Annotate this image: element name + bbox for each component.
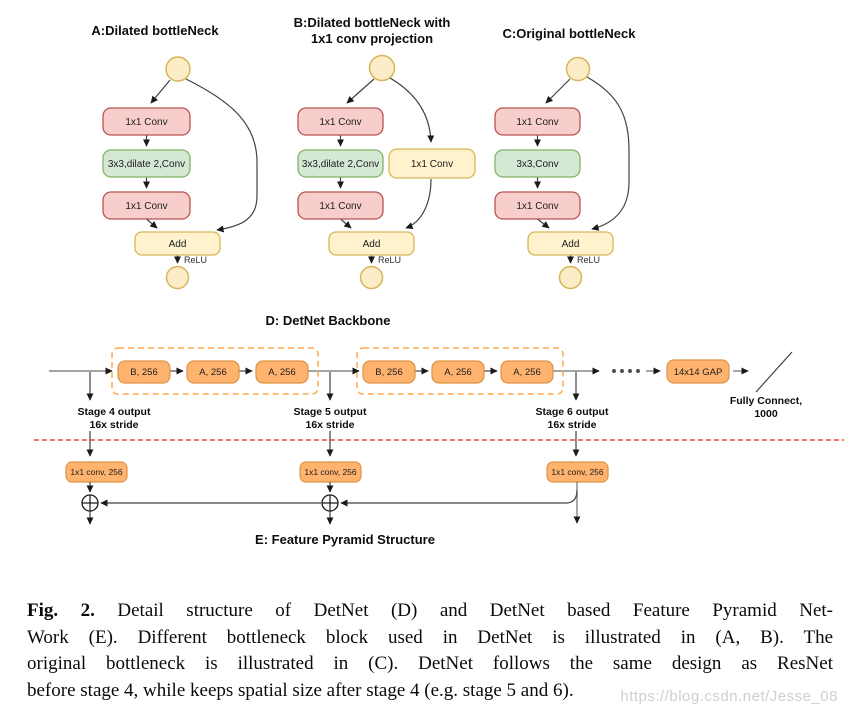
- stage5-label-line1: Stage 5 output: [294, 406, 367, 418]
- fpn-lines: [86, 482, 581, 525]
- panel-a-conv3-label: 1x1 Conv: [125, 201, 167, 212]
- panel-a-output-node: [165, 265, 190, 290]
- panel-c-title: C:Original bottleNeck: [503, 26, 637, 41]
- panel-e-fpn: 1x1 conv, 256 1x1 conv, 256 1x1 conv, 25…: [65, 461, 609, 547]
- panel-a-input-node: [165, 56, 191, 82]
- gap-block-label: 14x14 GAP: [674, 367, 723, 378]
- fully-connect-line: [755, 351, 793, 393]
- panel-b-conv1-label: 1x1 Conv: [319, 117, 361, 128]
- backbone-group2-blocks: B, 256 A, 256 A, 256: [362, 360, 554, 384]
- caption-line: before stage 4, while keeps spatial size…: [27, 679, 574, 701]
- ellipsis-dots: [612, 369, 640, 373]
- panel-a-title: A:Dilated bottleNeck: [91, 23, 219, 38]
- stage6-label-line2: 16x stride: [547, 419, 596, 431]
- panel-c-add-label: Add: [562, 239, 580, 250]
- panel-b-arrows: [336, 77, 435, 264]
- panel-b-output-node: [359, 265, 384, 290]
- figure-diagram: A:Dilated bottleNeck 1x1 Conv 3x3,dilate…: [34, 15, 844, 547]
- add-node-stage5: [321, 494, 339, 512]
- panel-c-conv2-block: [494, 149, 581, 178]
- panel-a-arrows: [142, 78, 258, 264]
- caption-line: Work (E). Different bottleneck block use…: [27, 626, 833, 648]
- fpn-conv-label: 1x1 conv, 256: [304, 467, 357, 477]
- backbone-flow-lines: [49, 351, 793, 393]
- backbone-block-label: A, 256: [199, 367, 226, 378]
- caption-text: Detail structure of DetNet (D) and DetNe…: [117, 600, 833, 621]
- panel-b: B:Dilated bottleNeck with 1x1 conv proje…: [294, 15, 476, 290]
- backbone-group1-blocks: B, 256 A, 256 A, 256: [117, 360, 309, 384]
- panel-b-projection-block: [388, 148, 476, 179]
- panel-d-backbone: D: DetNet Backbone B, 256 A, 256: [49, 313, 802, 457]
- panel-a: A:Dilated bottleNeck 1x1 Conv 3x3,dilate…: [91, 23, 258, 290]
- panel-b-add-block: [328, 231, 415, 256]
- stage6-label-line1: Stage 6 output: [536, 406, 609, 418]
- panel-a-add-label: Add: [169, 239, 187, 250]
- panel-a-conv2-label: 3x3,dilate 2,Conv: [108, 159, 185, 170]
- caption-fig-label: Fig. 2.: [27, 600, 95, 621]
- stage5-label-line2: 16x stride: [305, 419, 354, 431]
- panel-c-input-node: [565, 56, 591, 82]
- panel-c-arrows: [533, 76, 630, 264]
- backbone-group2-box: [356, 347, 564, 395]
- panel-b-conv3-block: [297, 191, 384, 220]
- panel-a-conv1-label: 1x1 Conv: [125, 117, 167, 128]
- fpn-conv-block: [65, 461, 128, 483]
- panel-b-conv2-label: 3x3,dilate 2,Conv: [302, 159, 379, 170]
- panel-a-conv3-block: [102, 191, 191, 220]
- panel-c-conv3-block: [494, 191, 581, 220]
- add-node-stage4: [81, 494, 99, 512]
- backbone-block: [117, 360, 171, 384]
- panel-b-input-node: [368, 54, 396, 82]
- panel-b-conv1-block: [297, 107, 384, 136]
- panel-a-conv1-block: [102, 107, 191, 136]
- backbone-group1-box: [111, 347, 319, 395]
- panel-c-conv1-block: [494, 107, 581, 136]
- panel-c-conv1-label: 1x1 Conv: [516, 117, 558, 128]
- csdn-watermark: https://blog.csdn.net/Jesse_08: [620, 688, 838, 705]
- stage4-label-line2: 16x stride: [89, 419, 138, 431]
- fully-connect-label-line1: Fully Connect,: [730, 395, 802, 407]
- panel-c: C:Original bottleNeck 1x1 Conv 3x3,Conv …: [494, 26, 637, 290]
- panel-c-output-node: [558, 265, 583, 290]
- backbone-title: D: DetNet Backbone: [266, 313, 391, 328]
- panel-b-projection-label: 1x1 Conv: [411, 159, 453, 170]
- panel-c-add-block: [527, 231, 614, 256]
- panel-a-add-block: [134, 231, 221, 256]
- caption-line: Fig. 2. Detail structure of DetNet (D) a…: [27, 598, 833, 625]
- backbone-block-label: A, 256: [444, 367, 471, 378]
- fpn-title: E: Feature Pyramid Structure: [255, 532, 435, 547]
- stage4-label-line1: Stage 4 output: [78, 406, 151, 418]
- panel-b-title-line2: 1x1 conv projection: [311, 31, 433, 46]
- backbone-block: [431, 360, 485, 384]
- fully-connect-label-line2: 1000: [754, 408, 778, 420]
- backbone-block: [500, 360, 554, 384]
- panel-b-title-line1: B:Dilated bottleNeck with: [294, 15, 451, 30]
- panel-a-relu-label: ReLU: [184, 255, 207, 265]
- fpn-conv-label: 1x1 conv, 256: [70, 467, 123, 477]
- backbone-block-label: A, 256: [513, 367, 540, 378]
- figure-caption: Fig. 2. Detail structure of DetNet (D) a…: [27, 598, 833, 704]
- panel-b-conv2-block: [297, 149, 384, 178]
- backbone-block-label: A, 256: [268, 367, 295, 378]
- panel-c-conv3-label: 1x1 Conv: [516, 201, 558, 212]
- panel-c-relu-label: ReLU: [577, 255, 600, 265]
- panel-c-conv2-label: 3x3,Conv: [516, 159, 558, 170]
- stage-output-taps: Stage 4 output 16x stride Stage 5 output…: [78, 372, 609, 457]
- panel-b-relu-label: ReLU: [378, 255, 401, 265]
- panel-b-conv3-label: 1x1 Conv: [319, 201, 361, 212]
- backbone-block: [255, 360, 309, 384]
- panel-a-conv2-block: [102, 149, 191, 178]
- backbone-block: [186, 360, 240, 384]
- gap-block: [666, 359, 730, 384]
- fpn-conv-label: 1x1 conv, 256: [551, 467, 604, 477]
- backbone-block: [362, 360, 416, 384]
- backbone-block-label: B, 256: [375, 367, 402, 378]
- backbone-block-label: B, 256: [130, 367, 157, 378]
- panel-b-add-label: Add: [363, 239, 381, 250]
- caption-line: original bottleneck is illustrated in (C…: [27, 653, 833, 674]
